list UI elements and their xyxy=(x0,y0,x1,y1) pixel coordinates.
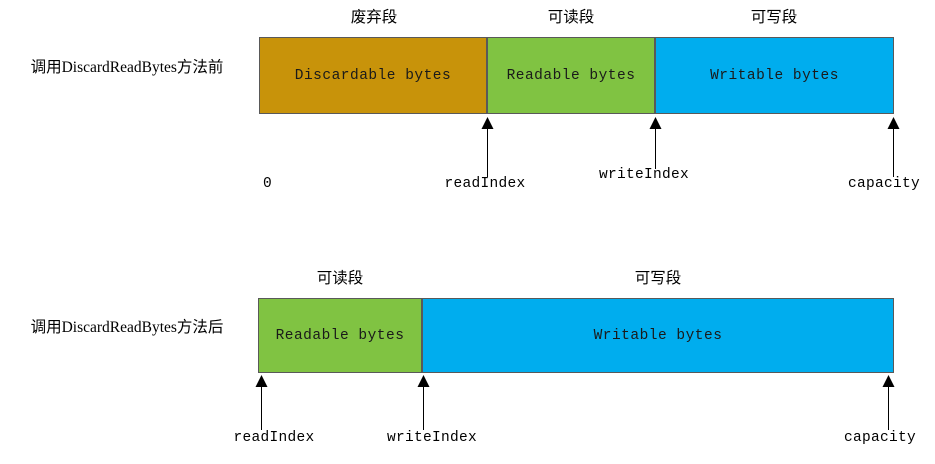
segment-caption-writable-before: 可写段 xyxy=(750,9,798,26)
arrow-head-icon xyxy=(882,375,894,387)
arrow-writeindex-before xyxy=(649,117,662,169)
arrow-head-icon xyxy=(417,375,429,387)
segment-discardable-before: Discardable bytes xyxy=(259,37,487,114)
arrow-capacity-after xyxy=(882,375,895,430)
segment-writable-after-label: Writable bytes xyxy=(593,327,723,344)
tick-label-readindex-before: readIndex xyxy=(444,176,526,192)
segment-caption-readable-before: 可读段 xyxy=(547,9,595,26)
arrow-readindex-before xyxy=(481,117,494,177)
tick-label-writeindex-after: writeIndex xyxy=(386,430,478,446)
segment-writable-before-label: Writable bytes xyxy=(710,67,839,84)
segment-caption-discardable-before: 废弃段 xyxy=(350,9,398,26)
arrow-capacity-before xyxy=(887,117,900,177)
arrow-shaft xyxy=(892,127,894,177)
tick-label-readindex-after: readIndex xyxy=(233,430,315,446)
segment-writable-before: Writable bytes xyxy=(655,37,894,114)
arrow-writeindex-after xyxy=(417,375,430,430)
segment-readable-before-label: Readable bytes xyxy=(506,67,636,84)
segment-caption-readable-after: 可读段 xyxy=(316,270,364,287)
tick-label-zero-before: 0 xyxy=(263,176,273,192)
segment-readable-after-label: Readable bytes xyxy=(275,327,405,344)
segment-readable-after: Readable bytes xyxy=(258,298,422,373)
segment-readable-before: Readable bytes xyxy=(487,37,655,114)
arrow-shaft xyxy=(260,385,262,430)
tick-label-capacity-before: capacity xyxy=(847,176,921,192)
arrow-shaft xyxy=(654,127,656,169)
segment-writable-after: Writable bytes xyxy=(422,298,894,373)
tick-label-writeindex-before: writeIndex xyxy=(598,167,690,183)
arrow-head-icon xyxy=(649,117,661,129)
arrow-shaft xyxy=(422,385,424,430)
row-label-after: 调用DiscardReadBytes方法后 xyxy=(30,319,224,336)
segment-discardable-before-label: Discardable bytes xyxy=(294,67,452,84)
arrow-shaft xyxy=(486,127,488,177)
segment-caption-writable-after: 可写段 xyxy=(634,270,682,287)
row-label-before: 调用DiscardReadBytes方法前 xyxy=(30,59,224,76)
arrow-shaft xyxy=(887,385,889,430)
arrow-head-icon xyxy=(255,375,267,387)
arrow-head-icon xyxy=(481,117,493,129)
arrow-readindex-after xyxy=(255,375,268,430)
tick-label-capacity-after: capacity xyxy=(843,430,917,446)
arrow-head-icon xyxy=(887,117,899,129)
